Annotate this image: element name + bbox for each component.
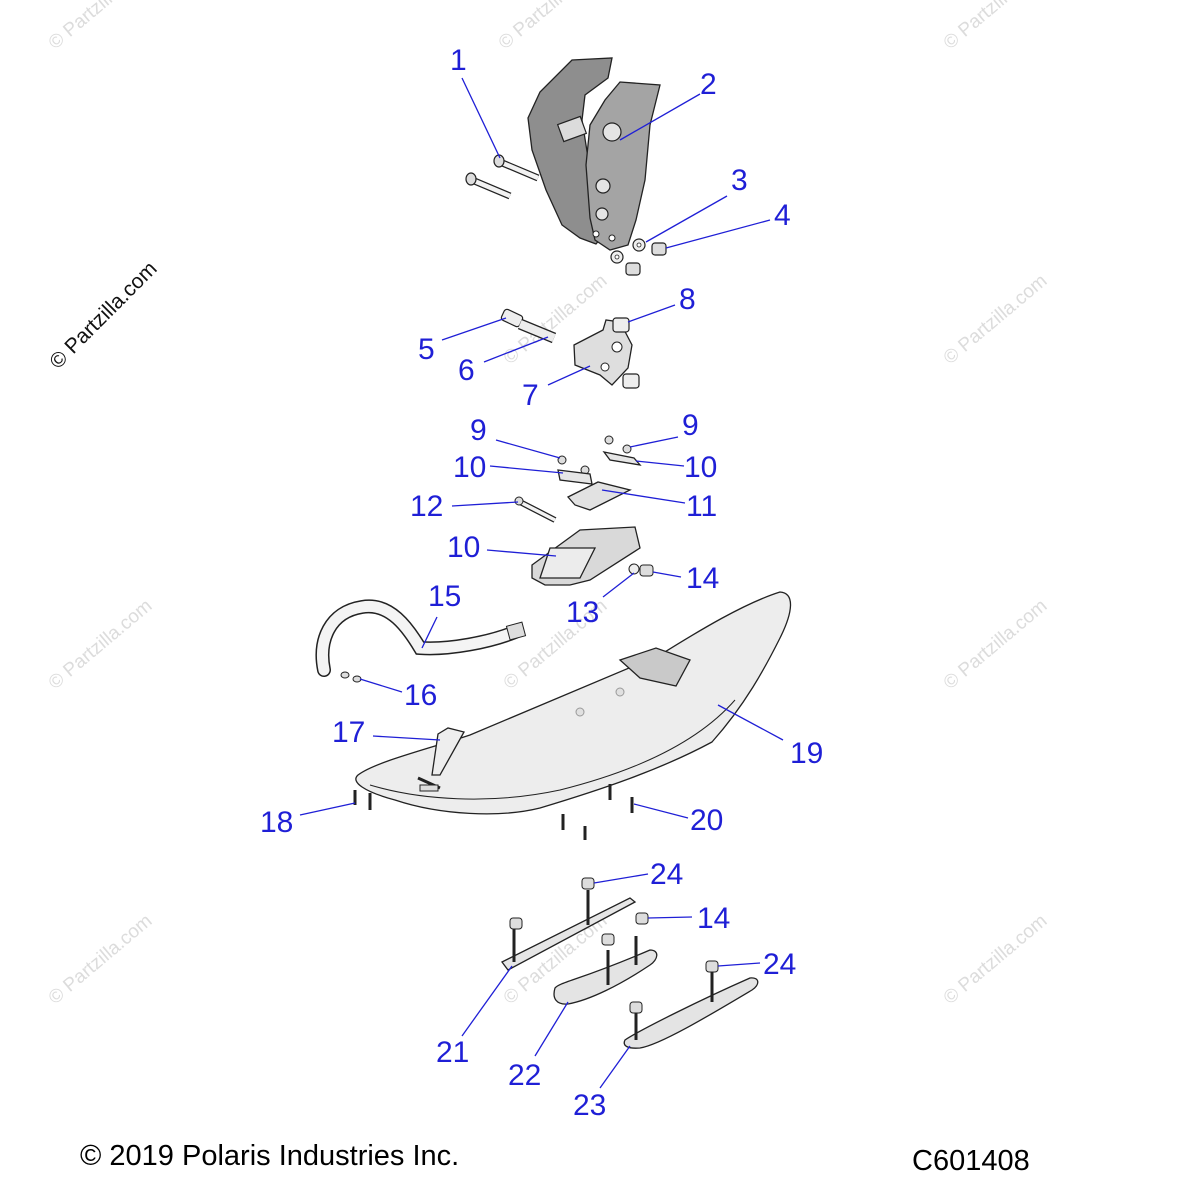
carbide-runners [501,877,759,1049]
callout-label: 24 [650,858,683,891]
callout-label: 8 [679,283,696,316]
diagram-code: C601408 [912,1145,1030,1177]
spindle-bracket [527,57,661,251]
callout-label: 17 [332,716,365,749]
callout-label: 12 [410,490,443,523]
callout-label: 16 [404,679,437,712]
watermark-text: © Partzilla.com [940,910,1052,1008]
callout-label: 10 [453,451,486,484]
washers-and-nuts [610,238,667,276]
callout-label: 9 [682,409,699,442]
callout-label: 14 [686,562,719,595]
callout-label: 3 [731,164,748,197]
callout-label: 18 [260,806,293,839]
watermark-text: © Partzilla.com [45,0,157,54]
mount-plates [514,435,654,586]
watermark-text: © Partzilla.com [495,0,607,54]
callout-label: 7 [522,379,539,412]
spindle-block-assembly [500,308,640,389]
watermark-text: © Partzilla.com [940,0,1052,54]
callout-label: 19 [790,737,823,770]
bolt-1 [465,154,540,200]
callout-label: 9 [470,414,487,447]
ski-body [355,591,792,815]
callout-label: 13 [566,596,599,629]
callout-label: 11 [686,490,717,523]
watermark-text: © Partzilla.com [45,910,157,1008]
callout-label: 14 [697,902,730,935]
callout-label: 20 [690,804,723,837]
watermark-text: © Partzilla.com [45,595,157,693]
watermark-text: © Partzilla.com [940,270,1052,368]
callout-label: 4 [774,199,791,232]
callout-label: 24 [763,948,796,981]
callout-label: 22 [508,1059,541,1092]
callout-labels: 1 2 3 4 5 6 7 8 9 9 10 10 11 12 10 14 13… [260,44,823,1122]
watermark-main: © Partzilla.com [45,257,161,373]
fasteners [353,784,634,840]
callout-label: 15 [428,580,461,613]
callout-label: 6 [458,354,475,387]
parts-layer [315,57,792,1049]
watermark-text: © Partzilla.com [940,595,1052,693]
callout-label: 1 [450,44,467,77]
callout-label: 2 [700,68,717,101]
callout-label: 21 [436,1036,469,1069]
ski-loop [315,599,527,683]
callout-label: 10 [684,451,717,484]
callout-label: 10 [447,531,480,564]
callout-label: 5 [418,333,435,366]
leader-lines [299,77,784,1089]
copyright-notice: © 2019 Polaris Industries Inc. [80,1140,460,1172]
callout-label: 23 [573,1089,606,1122]
